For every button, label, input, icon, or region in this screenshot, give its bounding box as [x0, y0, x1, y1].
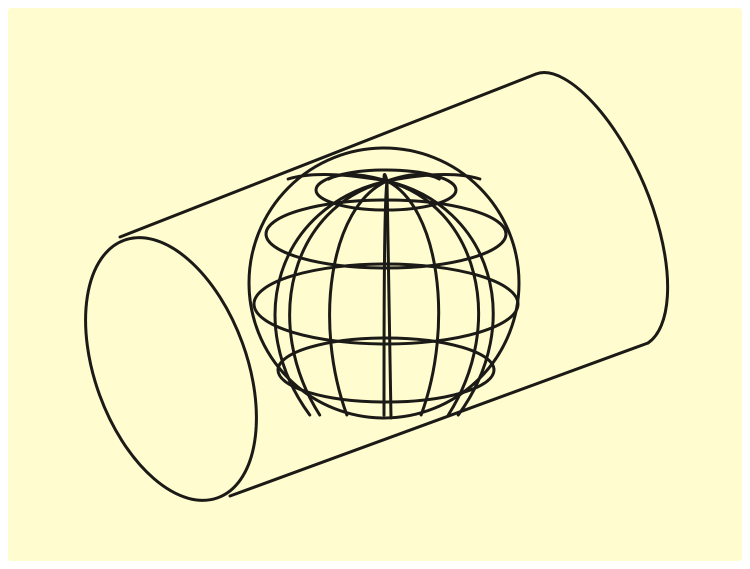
north-pole-point	[385, 179, 389, 183]
cylinder-right-end-cap	[536, 73, 668, 343]
cylinder	[53, 73, 668, 524]
globe-meridian	[290, 181, 387, 415]
cylinder-top-edge	[120, 74, 536, 237]
globe-central-meridian	[387, 181, 391, 418]
diagram-panel	[8, 8, 742, 561]
cylinder-bottom-edge	[230, 343, 648, 496]
globe-meridian	[288, 174, 387, 181]
cylindrical-projection-diagram	[8, 8, 742, 561]
cylinder-left-end-cap	[53, 214, 290, 523]
globe-meridian	[387, 181, 439, 415]
globe-meridian	[330, 181, 387, 415]
globe	[249, 148, 519, 418]
globe-meridians	[275, 174, 493, 418]
